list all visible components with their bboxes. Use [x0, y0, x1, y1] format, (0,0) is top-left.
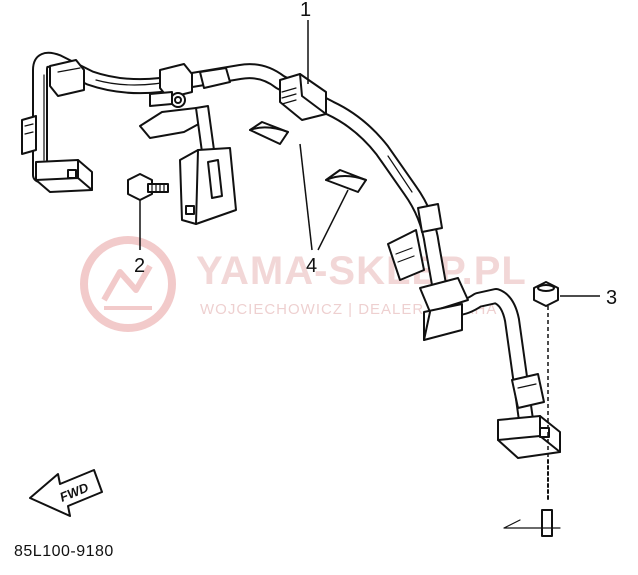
diagram-code: 85L100-9180 [14, 543, 114, 560]
bolt-part [127, 173, 169, 201]
center-bracket [139, 63, 231, 139]
right-collar [387, 203, 443, 281]
left-leg-bracket [21, 115, 37, 155]
right-foot-mount [497, 415, 561, 459]
callout-2: 2 [134, 255, 145, 277]
watermark-brand: YAMA-SKLEP.PL [196, 249, 527, 293]
top-clamp [279, 73, 327, 121]
mount-stud [503, 459, 561, 537]
frame-assembly [21, 51, 561, 459]
watermark-logo [80, 236, 176, 332]
callout-4: 4 [306, 255, 317, 277]
left-foot-mount [35, 159, 93, 193]
watermark: YAMA-SKLEP.PL WOJCIECHOWICZ | DEALER YAM… [80, 236, 527, 332]
saddle-pad-lower [325, 169, 367, 193]
callout-1: 1 [300, 0, 311, 21]
center-down-mount [179, 105, 237, 225]
right-mid-clamp [419, 277, 469, 341]
left-clamp [49, 59, 85, 97]
watermark-subtitle: WOJCIECHOWICZ | DEALER YAMAHA [200, 301, 497, 318]
nut-part [533, 281, 559, 307]
leader-lines [139, 20, 600, 460]
right-lower-bracket [511, 373, 545, 409]
fwd-arrow-icon: FWD [29, 469, 103, 517]
callout-3: 3 [606, 287, 617, 309]
saddle-pad-upper [249, 121, 289, 145]
